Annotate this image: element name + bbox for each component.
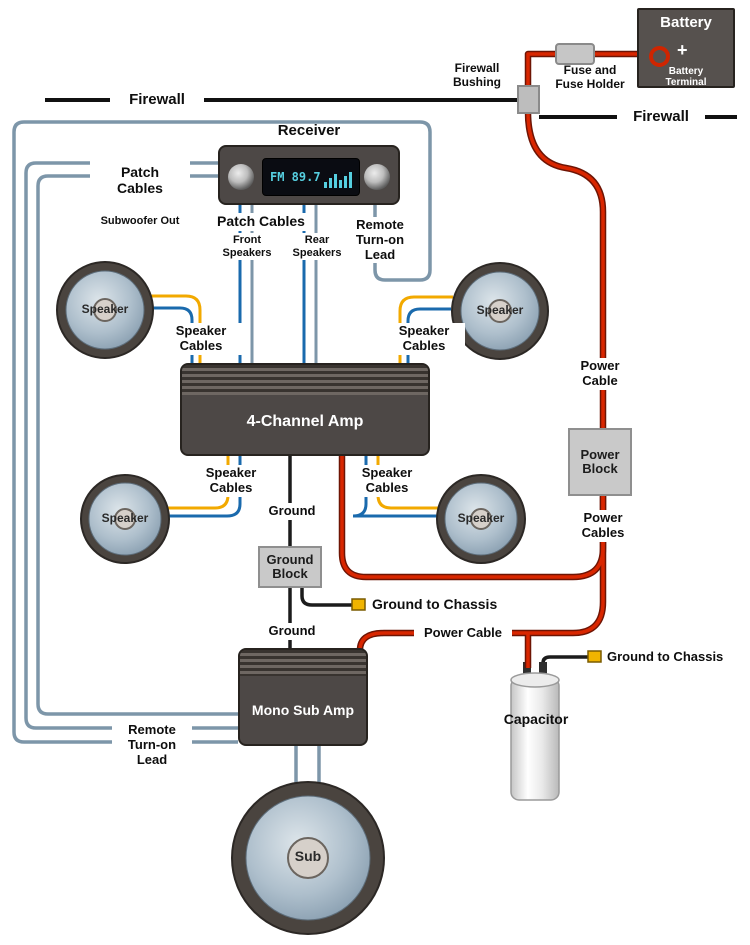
sub-label: Sub [294, 848, 322, 864]
capacitor-terminal-left [523, 662, 531, 680]
chassis-connector-left [351, 598, 366, 611]
speaker-cables [147, 294, 453, 518]
speaker-cables-label-ml: Speaker Cables [190, 465, 272, 497]
ground-wire-chassis-right [541, 655, 588, 672]
battery-terminal-icon [649, 46, 670, 67]
firewall-bushing-shape [517, 85, 540, 114]
receiver-tuner-knob[interactable] [364, 164, 390, 190]
amp-heatsink-fins [240, 650, 366, 676]
speaker-cables-label-mr: Speaker Cables [346, 465, 428, 497]
mono-sub-amp-label: Mono Sub Amp [251, 702, 355, 718]
capacitor-body [510, 677, 560, 801]
ground-to-chassis-label-right: Ground to Chassis [607, 649, 724, 664]
patch-cables-subwoofer-label: Patch Cables Subwoofer Out [90, 146, 190, 248]
spk-ml-blue [168, 456, 242, 518]
patch-sub-subtitle: Subwoofer Out [100, 215, 180, 228]
receiver-station-text: FM 89.7 [270, 170, 321, 184]
speaker-cables-label-tr: Speaker Cables [383, 323, 465, 355]
four-channel-amp: 4-Channel Amp [180, 363, 430, 456]
speaker-mid-right [436, 474, 526, 564]
patch-cables-label: Patch Cables [211, 213, 311, 231]
fuse-holder-label: Fuse and Fuse Holder [555, 63, 625, 91]
capacitor-terminal-right [539, 662, 547, 680]
ground-label-bottom: Ground [259, 623, 325, 640]
speaker-mid-left [80, 474, 170, 564]
power-cables-label: Power Cables [565, 510, 641, 542]
receiver-volume-knob[interactable] [228, 164, 254, 190]
signal-wires [12, 120, 432, 785]
battery-title: Battery [660, 14, 712, 31]
signal-bars-icon [324, 166, 352, 188]
speaker-label-mid-right: Speaker [457, 511, 505, 525]
spk-tl-yellow [147, 294, 202, 363]
amp-heatsink-fins [182, 365, 428, 395]
ground-block: Ground Block [258, 546, 322, 588]
capacitor-shape [510, 662, 560, 801]
capacitor-top [510, 672, 560, 688]
remote-turn-on-label-bottom: Remote Turn-on Lead [112, 722, 192, 769]
remote-turn-on-wire [12, 120, 432, 744]
fuse-holder-shape [555, 43, 595, 65]
power-block: Power Block [568, 428, 632, 496]
four-channel-amp-label: 4-Channel Amp [246, 413, 364, 430]
receiver-label: Receiver [277, 122, 341, 139]
remote-turn-on-label-top: Remote Turn-on Lead [342, 217, 418, 264]
speaker-top-right [451, 262, 549, 360]
spk-tr-blue [406, 307, 451, 363]
receiver-unit: FM 89.7 [218, 145, 400, 205]
front-speakers-label: Front Speakers [213, 233, 281, 261]
capacitor-label: Capacitor [503, 711, 569, 727]
power-cable-block-to-mono [358, 496, 605, 651]
chassis-connector-right [587, 650, 602, 663]
battery-terminal-label: Battery Terminal [665, 66, 707, 88]
power-cable [340, 52, 652, 668]
spk-tl-blue [149, 306, 194, 363]
speaker-label-top-left: Speaker [81, 302, 129, 316]
ground-to-chassis-label-left: Ground to Chassis [372, 596, 498, 612]
receiver-display: FM 89.7 [262, 158, 360, 196]
power-cable-label-bottom: Power Cable [414, 625, 512, 642]
power-cable-label-right: Power Cable [563, 358, 637, 390]
rear-speakers-label: Rear Speakers [283, 233, 351, 261]
ground-wire-chassis-left [300, 588, 352, 607]
firewall-right-label: Firewall [617, 107, 705, 127]
subwoofer-patch-wire-1 [24, 161, 238, 730]
ground-label-top: Ground [259, 503, 325, 520]
speaker-cables-label-tl: Speaker Cables [160, 323, 242, 355]
power-cable-battery-to-block [526, 52, 652, 428]
patch-sub-title: Patch Cables [117, 164, 163, 197]
speaker-label-mid-left: Speaker [101, 511, 149, 525]
spk-tr-yellow [398, 295, 453, 363]
firewall-left-label: Firewall [110, 90, 204, 110]
mono-sub-amp: Mono Sub Amp [238, 648, 368, 746]
speaker-label-top-right: Speaker [476, 303, 524, 317]
speaker-top-left [56, 261, 154, 359]
battery-plus-sign: + [677, 40, 688, 60]
subwoofer-shape [231, 781, 385, 935]
battery-box: Battery + Battery Terminal [637, 8, 735, 88]
subwoofer-patch-wire-2 [36, 174, 238, 716]
firewall-bushing-label: Firewall Bushing [453, 61, 501, 89]
spk-mr-blue [352, 456, 439, 518]
